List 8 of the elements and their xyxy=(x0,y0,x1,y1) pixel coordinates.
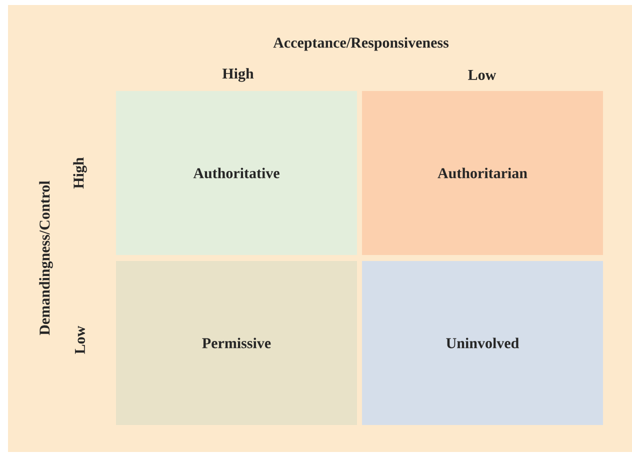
row-heading: High xyxy=(73,157,87,189)
quadrant-box: Authoritarian xyxy=(362,91,603,255)
quadrant-box: Permissive xyxy=(116,261,357,425)
axis-title: Acceptance/Responsiveness xyxy=(273,37,449,51)
quadrant-box: Uninvolved xyxy=(362,261,603,425)
axis-title: Demandingness/Control xyxy=(39,180,53,336)
quadrant-box: Authoritative xyxy=(116,91,357,255)
row-heading: Low xyxy=(75,326,85,354)
